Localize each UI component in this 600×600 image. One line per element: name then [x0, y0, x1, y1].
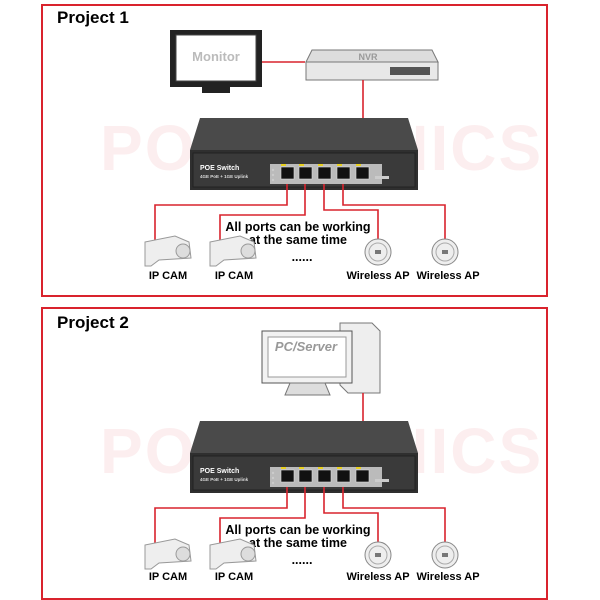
- monitor-icon: Monitor: [170, 30, 262, 93]
- project-2-panel: POETRONICS Project 2 PC/Server POE Switc…: [41, 307, 548, 600]
- ip-camera-icon: [209, 235, 257, 267]
- device-label: Wireless AP: [416, 571, 479, 583]
- ip-camera-icon: [144, 538, 192, 570]
- monitor-label: Monitor: [192, 49, 240, 64]
- note-line-1: All ports can be working: [225, 220, 370, 234]
- note-line-2: at the same time: [249, 536, 347, 550]
- device-label: Wireless AP: [346, 571, 409, 583]
- ip-camera-icon: [144, 235, 192, 267]
- switch-spec: 4GE PoE + 1GE Uplink: [200, 174, 249, 179]
- ellipsis: ......: [292, 553, 313, 567]
- device-label: IP CAM: [215, 571, 253, 583]
- wire: [219, 184, 306, 240]
- wireless-ap-icon: [431, 238, 459, 266]
- device-label: IP CAM: [149, 270, 187, 282]
- note-line-1: All ports can be working: [225, 523, 370, 537]
- switch-name: POE Switch: [200, 468, 239, 475]
- poe-switch: POE Switch 4GE PoE + 1GE Uplink: [189, 117, 419, 191]
- wireless-ap-icon: [431, 541, 459, 569]
- nvr-label: NVR: [358, 52, 378, 62]
- wire: [342, 487, 446, 543]
- device-label: IP CAM: [149, 571, 187, 583]
- wire: [323, 184, 379, 240]
- project-border: [41, 4, 548, 297]
- project-border: [41, 307, 548, 600]
- ellipsis: ......: [292, 250, 313, 264]
- wireless-ap-icon: [364, 238, 392, 266]
- poe-switch: POE Switch 4GE PoE + 1GE Uplink: [189, 420, 419, 494]
- wireless-ap-icon: [364, 541, 392, 569]
- switch-name: POE Switch: [200, 165, 239, 172]
- project-title: Project 1: [57, 8, 129, 27]
- ip-camera-icon: [209, 538, 257, 570]
- pc-server-label: PC/Server: [275, 339, 338, 354]
- nvr-icon: NVR: [305, 49, 439, 81]
- wire: [342, 184, 446, 240]
- project-1-panel: POETRONICS Project 1 Monitor NVR POE Swi…: [41, 4, 548, 297]
- wire: [154, 184, 288, 240]
- wire: [154, 487, 288, 543]
- wire: [323, 487, 379, 543]
- project-title: Project 2: [57, 313, 129, 332]
- note-line-2: at the same time: [249, 233, 347, 247]
- pc-server-icon: PC/Server: [261, 322, 381, 396]
- device-label: Wireless AP: [346, 270, 409, 282]
- switch-spec: 4GE PoE + 1GE Uplink: [200, 477, 249, 482]
- wire: [219, 487, 306, 543]
- device-label: Wireless AP: [416, 270, 479, 282]
- device-label: IP CAM: [215, 270, 253, 282]
